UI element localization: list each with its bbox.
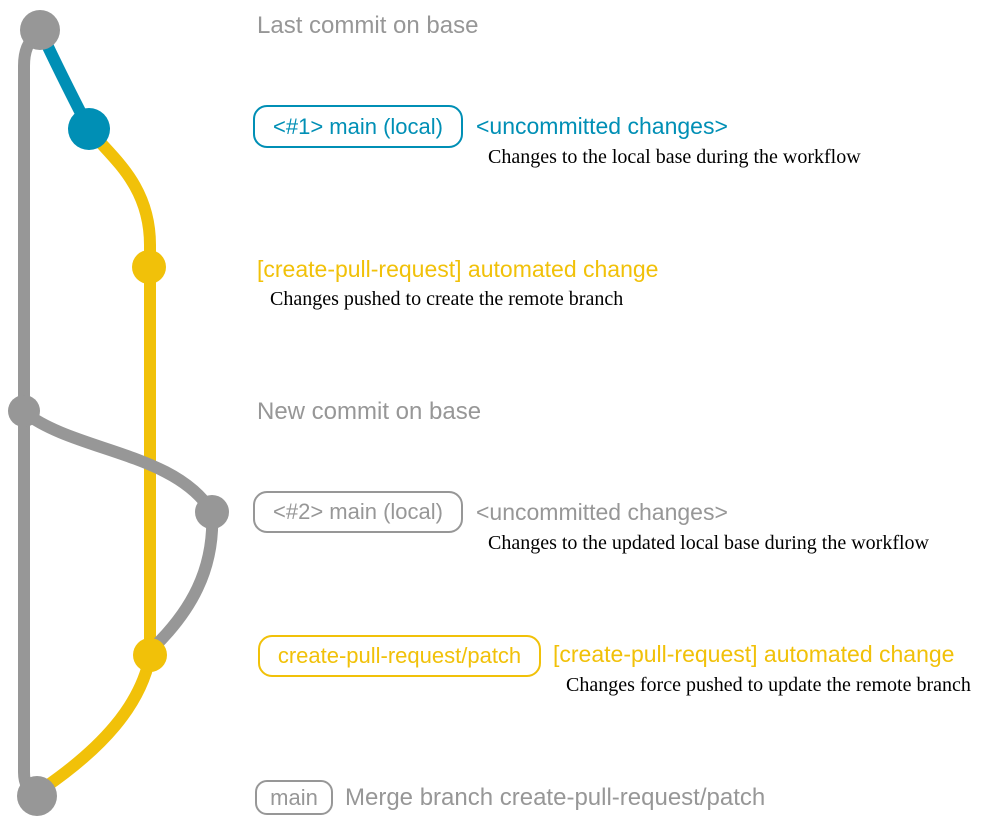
commit-dot-base-new bbox=[8, 395, 40, 427]
merge-tail-line bbox=[38, 651, 156, 794]
label-automated-change-2: [create-pull-request] automated change bbox=[553, 641, 955, 667]
branch-tag-main: main bbox=[255, 780, 333, 815]
desc-local-base-1: Changes to the local base during the wor… bbox=[488, 146, 861, 168]
desc-pushed-create: Changes pushed to create the remote bran… bbox=[270, 288, 624, 310]
commit-dot-merge bbox=[17, 776, 57, 816]
commit-dot-base-top bbox=[20, 10, 60, 50]
commit-dot-local-1 bbox=[68, 108, 110, 150]
status-uncommitted-1: <uncommitted changes> bbox=[476, 113, 728, 139]
label-merge-branch: Merge branch create-pull-request/patch bbox=[345, 784, 766, 811]
commit-dot-automated-1 bbox=[132, 250, 166, 284]
local-change-2-in-line bbox=[147, 506, 219, 654]
desc-local-base-2: Changes to the updated local base during… bbox=[488, 532, 929, 554]
branch-tag-main-text: main bbox=[270, 784, 318, 810]
desc-force-pushed: Changes force pushed to update the remot… bbox=[566, 674, 971, 696]
branch-tag-main-local-2-text: <#2> main (local) bbox=[273, 499, 443, 524]
label-last-commit: Last commit on base bbox=[257, 12, 479, 39]
label-automated-change-1: [create-pull-request] automated change bbox=[257, 256, 659, 282]
branch-tag-main-local-2: <#2> main (local) bbox=[253, 491, 463, 533]
commit-dot-local-2 bbox=[195, 495, 229, 529]
branch-tag-main-local-1-text: <#1> main (local) bbox=[273, 113, 443, 139]
commit-dot-automated-2 bbox=[133, 638, 167, 672]
status-uncommitted-2: <uncommitted changes> bbox=[476, 499, 728, 525]
remote-branch-line bbox=[83, 123, 156, 661]
branch-tag-patch-text: create-pull-request/patch bbox=[277, 643, 522, 668]
branch-tag-main-local-1: <#1> main (local) bbox=[253, 105, 463, 148]
branch-tag-patch: create-pull-request/patch bbox=[258, 635, 541, 677]
local-change-2-out-line bbox=[18, 406, 218, 518]
label-new-commit: New commit on base bbox=[257, 398, 482, 425]
